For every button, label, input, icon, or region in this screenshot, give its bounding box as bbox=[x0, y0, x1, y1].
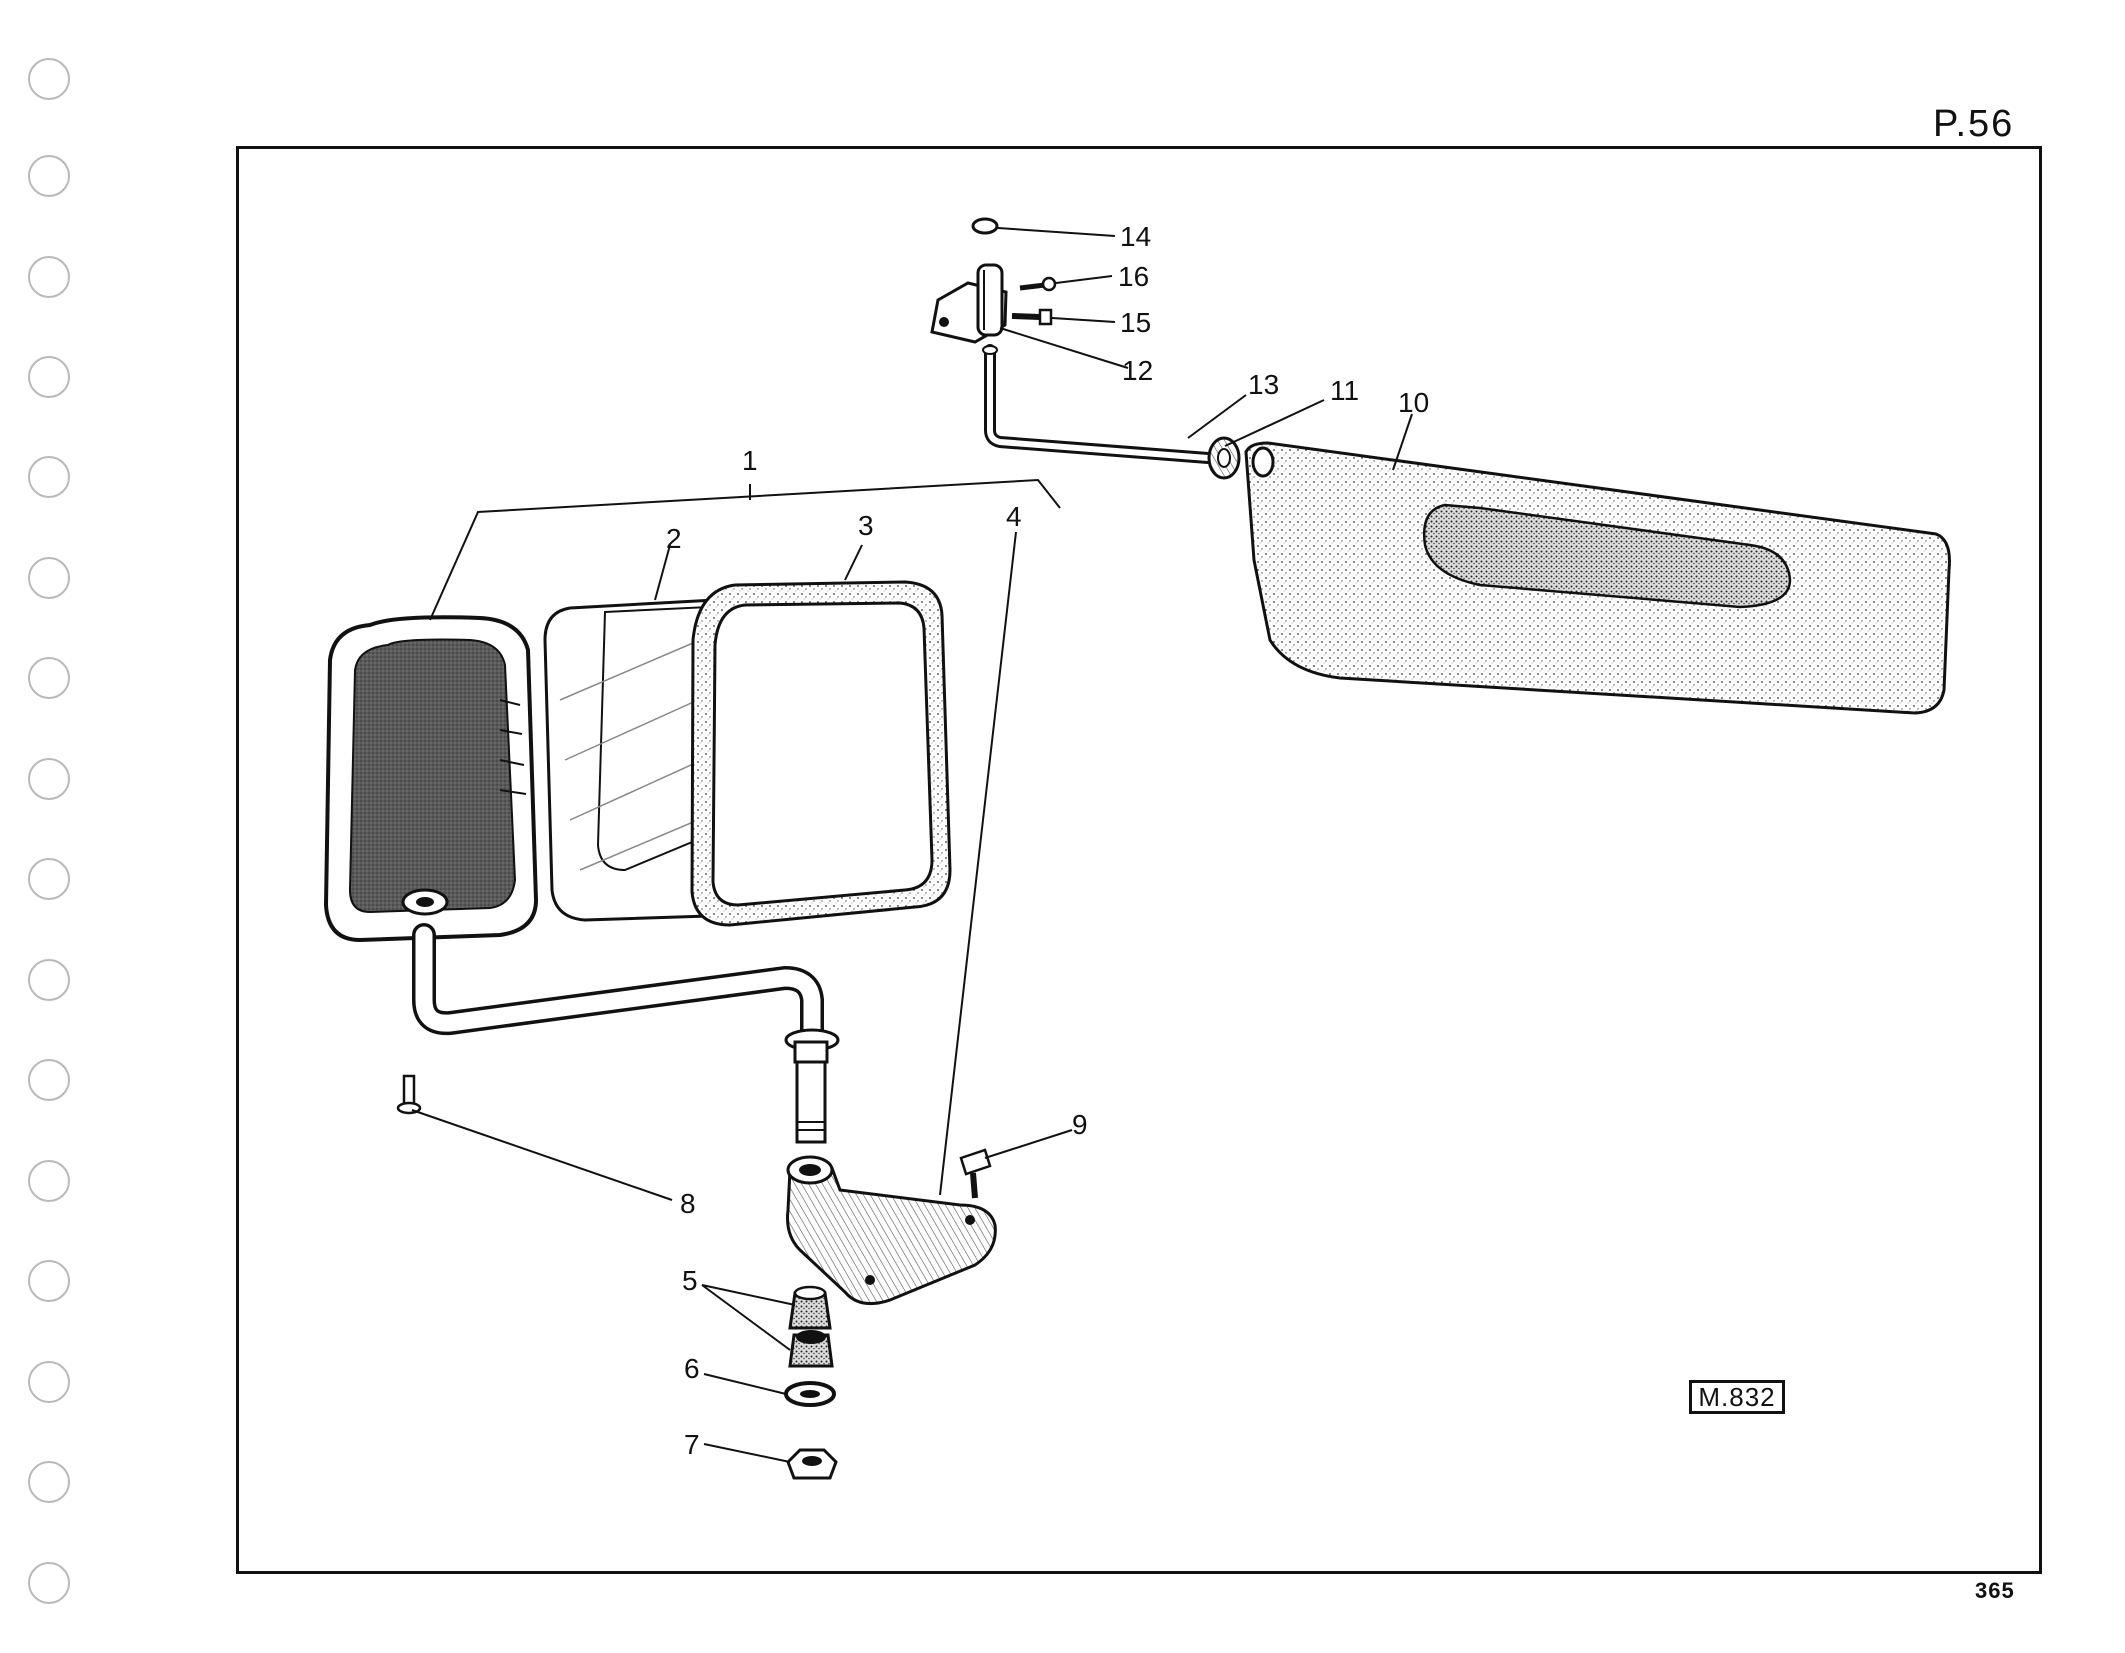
mirror-mounting-bracket bbox=[786, 1155, 997, 1306]
binder-hole bbox=[28, 1562, 70, 1604]
callout-8: 8 bbox=[680, 1188, 696, 1219]
callout-numbers: 1 2 3 4 5 6 7 8 9 10 11 12 13 14 15 16 bbox=[666, 221, 1429, 1460]
callout-3: 3 bbox=[858, 510, 874, 541]
knurled-nut bbox=[1207, 436, 1241, 480]
page-number: 365 bbox=[1975, 1578, 2015, 1603]
callout-4: 4 bbox=[1006, 501, 1022, 532]
callout-2: 2 bbox=[666, 523, 682, 554]
callout-16: 16 bbox=[1118, 261, 1149, 292]
binder-hole bbox=[28, 256, 70, 298]
callout-1: 1 bbox=[742, 445, 758, 476]
page-reference: P.56 bbox=[1933, 103, 2015, 145]
callout-9: 9 bbox=[1072, 1109, 1088, 1140]
washer-part-14 bbox=[971, 217, 999, 235]
nut-part-7 bbox=[786, 1448, 838, 1480]
callout-10: 10 bbox=[1398, 387, 1429, 418]
screw-part-16 bbox=[1019, 276, 1057, 292]
mirror-arm bbox=[412, 923, 840, 1144]
callout-6: 6 bbox=[684, 1353, 700, 1384]
callout-13: 13 bbox=[1248, 369, 1279, 400]
mirror-body bbox=[323, 615, 539, 943]
binder-hole bbox=[28, 1059, 70, 1101]
binder-hole bbox=[28, 1361, 70, 1403]
binder-hole bbox=[28, 657, 70, 699]
drawing-code: M.832 bbox=[1689, 1380, 1785, 1414]
binder-hole bbox=[28, 155, 70, 197]
callout-7: 7 bbox=[684, 1429, 700, 1460]
leader-lines bbox=[411, 227, 1413, 1463]
rear-view-mirror-assembly bbox=[323, 580, 997, 1480]
binder-hole bbox=[28, 758, 70, 800]
binder-hole bbox=[28, 58, 70, 100]
callout-14: 14 bbox=[1120, 221, 1151, 252]
binder-hole bbox=[28, 557, 70, 599]
rubber-bush-lower bbox=[788, 1330, 834, 1368]
callout-5: 5 bbox=[682, 1265, 698, 1296]
binder-hole bbox=[28, 1461, 70, 1503]
washer-part-6 bbox=[784, 1381, 836, 1407]
rubber-bush-upper bbox=[788, 1285, 832, 1330]
binder-hole bbox=[28, 959, 70, 1001]
visor-panel bbox=[1244, 441, 1951, 715]
binder-hole bbox=[28, 1160, 70, 1202]
mirror-rubber-surround bbox=[690, 580, 952, 927]
screw-part-8 bbox=[396, 1074, 422, 1115]
binder-hole bbox=[28, 1260, 70, 1302]
visor-pivot-rod bbox=[982, 344, 1214, 464]
callout-15: 15 bbox=[1120, 307, 1151, 338]
sun-visor-assembly bbox=[930, 217, 1951, 715]
screw-part-9 bbox=[959, 1148, 992, 1199]
binder-hole bbox=[28, 858, 70, 900]
visor-hinge-bracket bbox=[930, 263, 1008, 344]
binder-hole bbox=[28, 356, 70, 398]
callout-11: 11 bbox=[1330, 375, 1359, 406]
binder-hole bbox=[28, 456, 70, 498]
screw-part-15 bbox=[1011, 308, 1053, 326]
callout-12: 12 bbox=[1122, 355, 1153, 386]
drawing-frame bbox=[236, 146, 2042, 1574]
